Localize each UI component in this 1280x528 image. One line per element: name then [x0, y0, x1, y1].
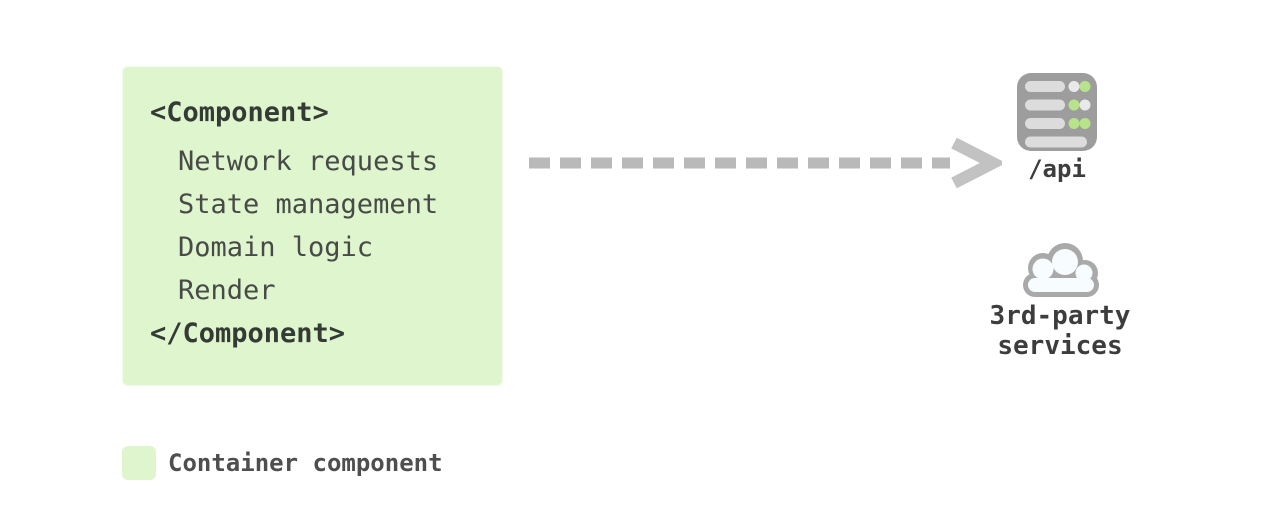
component-item-render: Render	[178, 275, 276, 306]
server-icon	[1017, 73, 1097, 151]
legend-label: Container component	[168, 449, 443, 477]
component-item-network-requests: Network requests	[178, 146, 439, 177]
component-item-domain-logic: Domain logic	[178, 232, 374, 263]
third-party-line2: services	[997, 331, 1123, 361]
legend-swatch-container-component	[122, 446, 156, 480]
legend: Container component	[122, 446, 443, 480]
dashed-arrow-icon	[529, 138, 1002, 188]
component-open-tag: <Component>	[150, 97, 329, 128]
api-endpoint-label: /api	[1028, 155, 1086, 183]
container-component-box: <Component> Network requests State manag…	[122, 66, 503, 386]
third-party-services-label: 3rd-party services	[985, 301, 1135, 361]
third-party-line1: 3rd-party	[989, 301, 1131, 331]
cloud-icon	[1023, 243, 1099, 297]
component-close-tag: </Component>	[150, 318, 346, 349]
component-item-state-management: State management	[178, 189, 439, 220]
